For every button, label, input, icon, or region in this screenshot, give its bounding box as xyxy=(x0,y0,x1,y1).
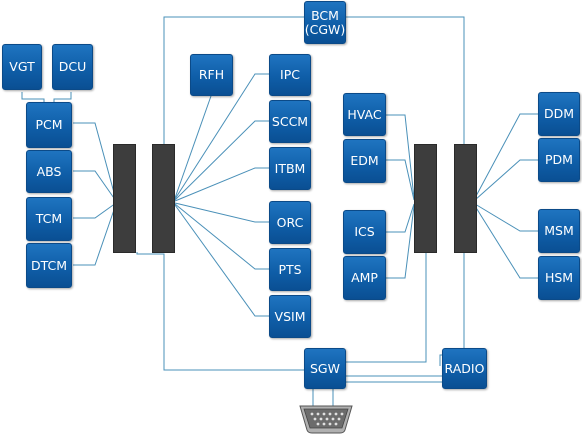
node-amp[interactable]: AMP xyxy=(343,256,386,300)
node-edm[interactable]: EDM xyxy=(343,139,386,183)
wire-bcm-right xyxy=(345,16,465,145)
node-dcu-label: DCU xyxy=(58,59,87,74)
wire-ipc-bus xyxy=(174,73,270,200)
obd-diagnostic-connector-icon xyxy=(299,405,353,434)
node-amp-label: AMP xyxy=(351,270,378,285)
wire-abs-bus xyxy=(73,170,117,202)
node-sccm-label: SCCM xyxy=(271,113,309,129)
node-radio-label: RADIO xyxy=(444,360,485,376)
node-pcm-label: PCM xyxy=(35,117,63,132)
node-msm-label: MSM xyxy=(544,223,574,238)
node-tcm-label: TCM xyxy=(35,211,63,226)
wire-itbm-bus xyxy=(174,167,270,202)
node-dcu[interactable]: DCU xyxy=(52,44,93,90)
wire-vsim-bus xyxy=(174,204,270,317)
node-sgw[interactable]: SGW xyxy=(304,348,346,389)
wire-ics-bus xyxy=(385,203,415,233)
wire-ddm-bus xyxy=(474,113,539,199)
wire-rfh-bus xyxy=(174,95,212,199)
wire-msm-bus xyxy=(474,203,539,232)
node-abs[interactable]: ABS xyxy=(26,150,72,193)
node-itbm-label: ITBM xyxy=(274,160,306,176)
node-pdm[interactable]: PDM xyxy=(538,138,580,182)
node-vgt[interactable]: VGT xyxy=(2,44,42,90)
wire-vgt-pcm xyxy=(21,92,45,104)
wire-amp-bus xyxy=(385,205,415,279)
node-vsim-label: VSIM xyxy=(274,308,306,324)
node-hsm[interactable]: HSM xyxy=(538,256,580,300)
node-bcm-cgw-label: BCM (CGW) xyxy=(304,7,346,37)
node-orc-label: ORC xyxy=(276,214,304,230)
node-hvac-label: HVAC xyxy=(347,106,382,122)
wire-dtcm-bus xyxy=(73,203,117,266)
node-vsim[interactable]: VSIM xyxy=(269,295,311,338)
node-sgw-label: SGW xyxy=(310,360,340,376)
node-pdm-label: PDM xyxy=(545,152,573,167)
wire-pdm-bus xyxy=(474,159,539,201)
node-rfh[interactable]: RFH xyxy=(190,54,233,96)
bus-bar-left-inner xyxy=(152,144,175,253)
bus-bar-right-outer xyxy=(414,144,437,253)
node-pts-label: PTS xyxy=(278,261,302,277)
node-sccm[interactable]: SCCM xyxy=(269,100,311,143)
node-edm-label: EDM xyxy=(350,153,379,168)
node-dtcm-label: DTCM xyxy=(30,257,68,273)
node-tcm[interactable]: TCM xyxy=(26,197,72,241)
node-ddm-label: DDM xyxy=(543,106,575,121)
wire-orc-bus xyxy=(174,202,270,223)
bus-bar-right-inner xyxy=(454,144,477,253)
node-abs-label: ABS xyxy=(36,163,62,179)
wire-bcm-left xyxy=(163,16,305,145)
node-orc[interactable]: ORC xyxy=(269,201,311,244)
node-dtcm[interactable]: DTCM xyxy=(26,243,72,288)
node-pcm[interactable]: PCM xyxy=(26,102,72,148)
wire-pcm-bus xyxy=(73,122,117,201)
node-ipc[interactable]: IPC xyxy=(269,54,311,96)
node-ddm[interactable]: DDM xyxy=(538,92,580,136)
node-msm[interactable]: MSM xyxy=(538,209,580,253)
wire-pts-bus xyxy=(174,203,270,270)
node-radio[interactable]: RADIO xyxy=(442,348,487,389)
wire-hsm-bus xyxy=(474,205,539,279)
wire-dcu-pcm xyxy=(53,92,72,104)
node-bcm-cgw[interactable]: BCM (CGW) xyxy=(304,1,346,44)
node-rfh-label: RFH xyxy=(198,67,225,82)
wire-sgw-left xyxy=(136,252,305,371)
wire-edm-bus xyxy=(385,159,415,201)
node-ics[interactable]: ICS xyxy=(343,210,386,254)
node-pts[interactable]: PTS xyxy=(269,248,311,291)
wire-sccm-bus xyxy=(174,120,270,201)
wire-sgw-right-1 xyxy=(345,252,427,363)
node-itbm[interactable]: ITBM xyxy=(269,147,311,190)
wire-tcm-bus xyxy=(73,202,117,219)
bus-bar-left-outer xyxy=(113,144,136,253)
node-ipc-label: IPC xyxy=(280,67,300,82)
node-hsm-label: HSM xyxy=(544,270,574,285)
wire-hvac-bus xyxy=(385,114,415,199)
node-vgt-label: VGT xyxy=(9,59,35,74)
node-hvac[interactable]: HVAC xyxy=(343,93,386,136)
node-ics-label: ICS xyxy=(354,224,375,239)
